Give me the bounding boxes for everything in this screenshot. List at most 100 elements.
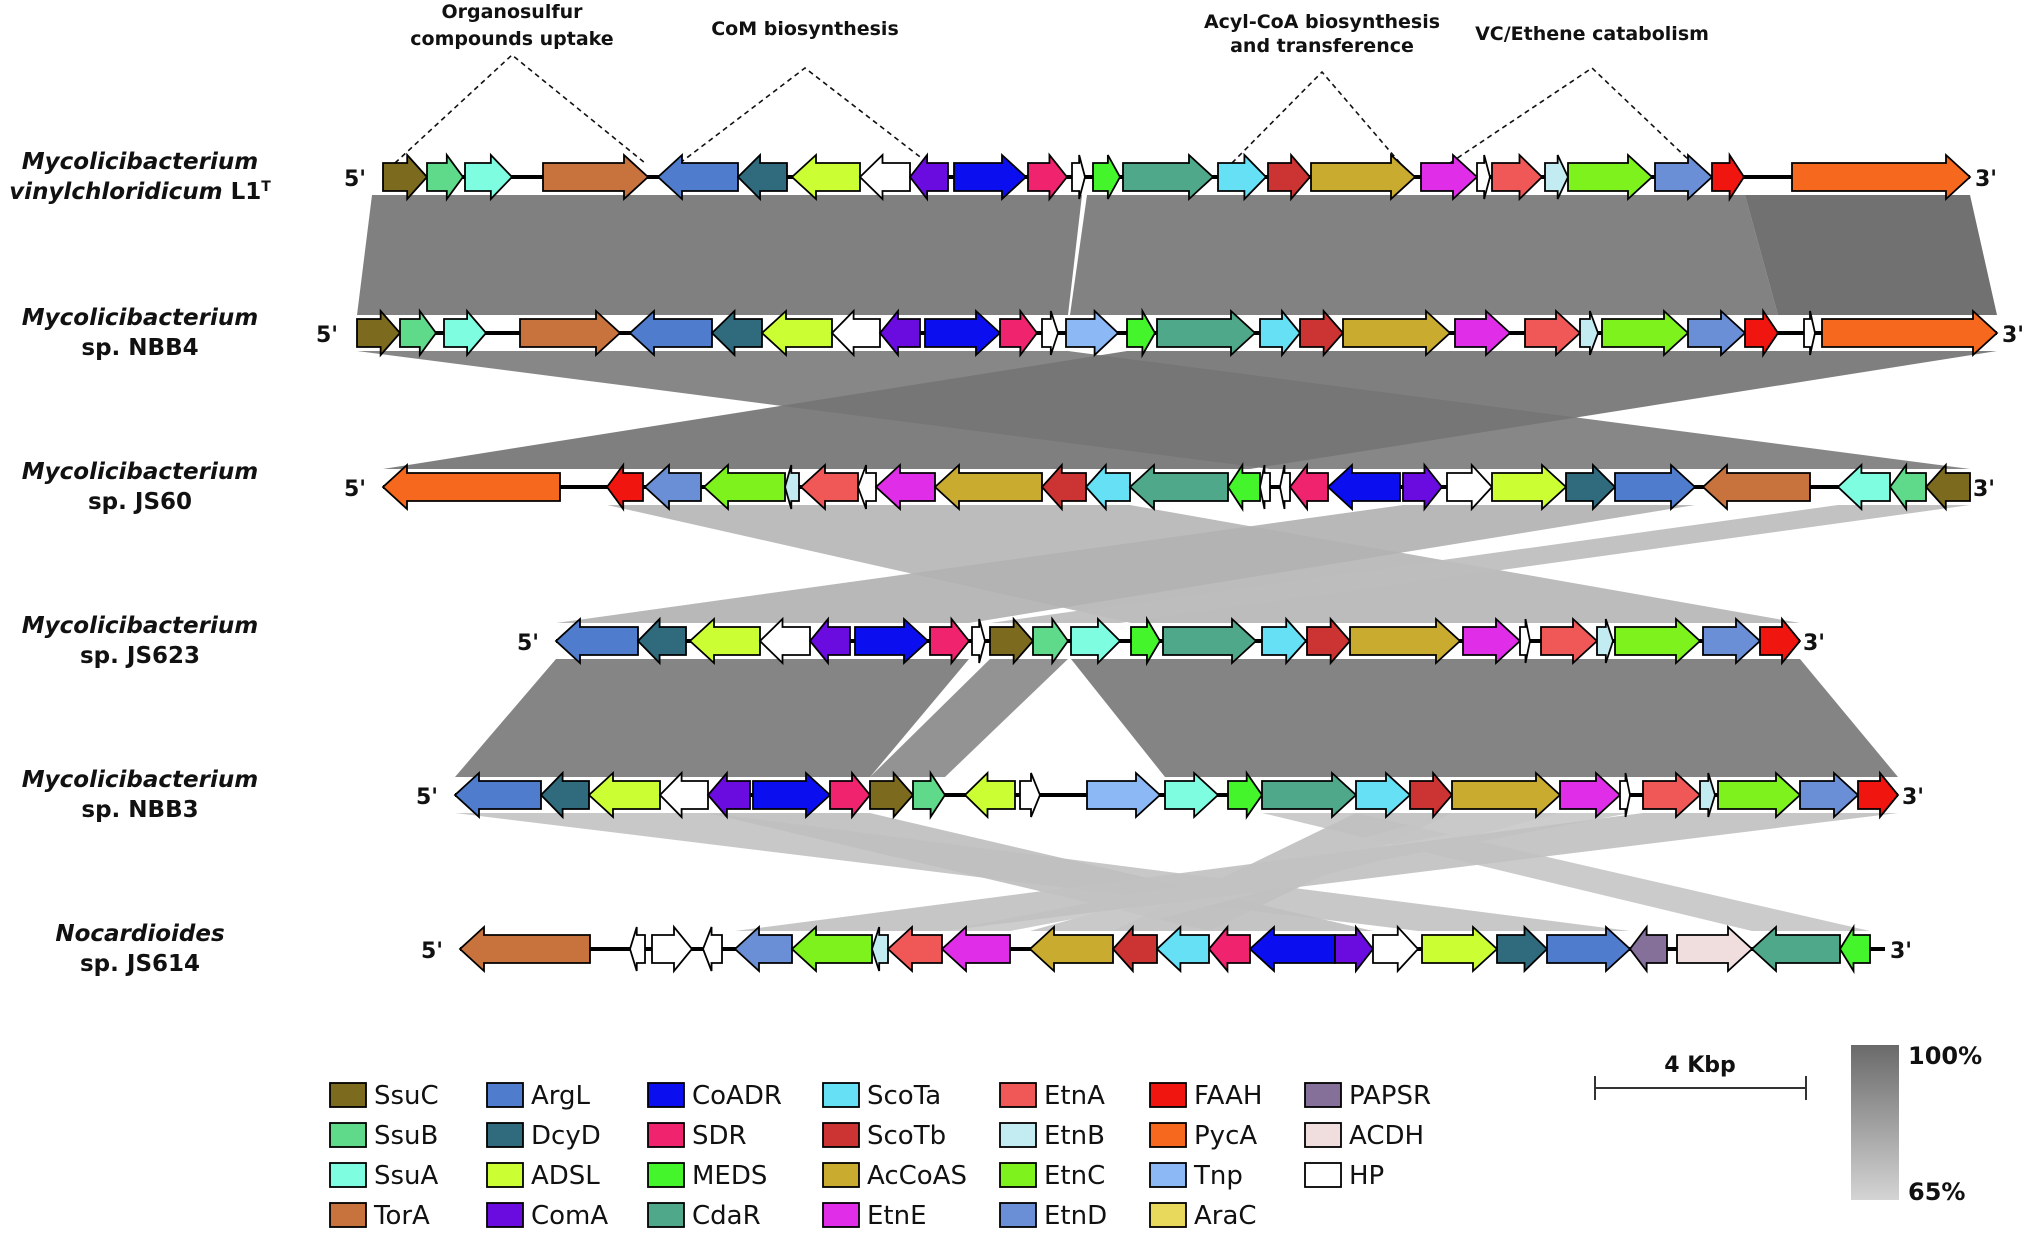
- gene-arrow-scotb: [1111, 924, 1158, 974]
- five-prime-label: 5': [416, 785, 438, 810]
- genome-name-line: sp. JS60: [88, 489, 192, 515]
- gene-arrow-dcyd: [1496, 924, 1549, 974]
- legend-item: ComA: [486, 1201, 608, 1231]
- gene-arrow-faah: [1759, 616, 1802, 666]
- legend-label: EtnC: [1044, 1161, 1105, 1191]
- genome-name-line: sp. NBB3: [81, 797, 198, 823]
- legend-item: SsuC: [329, 1081, 439, 1111]
- gene-arrow-etnd: [1687, 308, 1747, 358]
- legend-label: ArgL: [531, 1081, 591, 1111]
- legend-swatch: [647, 1122, 685, 1148]
- genome-tracks: 5'3'5'3'5'3'5'3'5'3'5'3': [316, 151, 2024, 975]
- gene-arrow-tora: [519, 308, 622, 358]
- gene-arrow-tora: [1701, 462, 1811, 512]
- gene-arrow-sdr: [929, 616, 971, 666]
- gene-arrow-sdr: [1207, 924, 1251, 974]
- three-prime-label: 3': [1973, 477, 1995, 502]
- gene-arrow-ssua: [1836, 462, 1891, 512]
- gene-arrow-tnp: [1065, 308, 1120, 358]
- gene-arrow-hp: [830, 308, 881, 358]
- legend-label: EtnB: [1044, 1121, 1105, 1151]
- gene-arrow-adsl: [1491, 462, 1568, 512]
- gene-arrow-argl: [554, 616, 639, 666]
- gene-arrow-ssub: [912, 769, 947, 821]
- legend-item: ScoTb: [822, 1121, 946, 1151]
- gene-arrow-adsl: [790, 152, 861, 202]
- gene-arrow-etnd: [1654, 152, 1714, 202]
- legend-swatch: [486, 1162, 524, 1188]
- gene-arrow-etnd: [643, 462, 702, 512]
- legend-label: MEDS: [692, 1161, 767, 1191]
- legend-swatch: [486, 1202, 524, 1228]
- gene-arrow-ssuc: [382, 152, 429, 202]
- gene-arrow-ssub: [399, 308, 438, 358]
- legend-item: DcyD: [486, 1121, 601, 1151]
- gene-arrow-coma: [878, 308, 921, 358]
- gene-arrow-meds: [1838, 923, 1871, 975]
- five-prime-label: 5': [421, 939, 443, 964]
- genome-name-line: Nocardioides: [55, 921, 224, 947]
- legend-swatch: [647, 1162, 685, 1188]
- gene-arrow-scota: [1261, 616, 1308, 666]
- synteny-ribbon: [1071, 659, 1898, 777]
- legend-item: AraC: [1149, 1201, 1257, 1231]
- synteny-ribbon: [990, 505, 1970, 623]
- gene-arrow-adsl: [963, 770, 1016, 820]
- identity-min-label: 65%: [1908, 1178, 1965, 1206]
- genome-name-line: sp. JS623: [80, 643, 200, 669]
- gene-arrow-accoas: [1349, 616, 1462, 666]
- module-label: and transference: [1230, 35, 1414, 57]
- gene-arrow-dcyd: [539, 770, 590, 820]
- module-label: Organosulfur: [441, 1, 583, 23]
- legend-item: PycA: [1149, 1121, 1257, 1151]
- legend-label: ComA: [531, 1201, 608, 1231]
- gene-arrow-etne: [940, 924, 1011, 974]
- legend-label: EtnA: [1044, 1081, 1105, 1111]
- gene-arrow-papsr: [1628, 924, 1668, 974]
- gene-arrow-etna: [1491, 152, 1544, 202]
- gene-arrow-meds: [1130, 615, 1162, 667]
- genome-track: 5'3': [517, 615, 1825, 667]
- identity-scale: 100% 65%: [1851, 1042, 1982, 1206]
- gene-arrow-etnc: [1717, 770, 1802, 820]
- gene-arrow-sdr: [999, 308, 1039, 358]
- gene-arrow-etnb: [1579, 310, 1599, 356]
- gene-arrow-etne: [874, 462, 936, 512]
- gene-arrow-etnc: [1567, 152, 1654, 202]
- genome-name-line: Mycolicibacterium: [22, 305, 258, 331]
- module-label: CoM biosynthesis: [711, 18, 899, 40]
- gene-arrow-faah: [1857, 770, 1900, 820]
- gene-arrow-tora: [542, 152, 650, 202]
- module-bracket: [679, 66, 929, 164]
- genome-name-line: Mycolicibacterium: [22, 613, 258, 639]
- gene-arrow-ssuc: [869, 770, 915, 820]
- legend-label: DcyD: [531, 1121, 601, 1151]
- legend-item: ADSL: [486, 1161, 600, 1191]
- legend-label: AcCoAS: [867, 1161, 967, 1191]
- gene-arrow-coadr: [1326, 462, 1401, 512]
- gene-arrow-cdar: [1162, 616, 1258, 666]
- gene-arrow-scotb: [1409, 770, 1454, 820]
- synteny-ribbon: [357, 195, 1082, 315]
- gene-arrow-coma: [1402, 462, 1444, 512]
- gene-arrow-acdh: [1676, 924, 1754, 974]
- legend-label: ACDH: [1349, 1121, 1424, 1151]
- legend-label: SsuB: [374, 1121, 438, 1151]
- legend-swatch: [822, 1082, 860, 1108]
- gene-arrow-coadr: [752, 770, 832, 820]
- gene-arrow-scota: [1259, 308, 1302, 358]
- gene-arrow-etne: [1420, 152, 1479, 202]
- gene-arrow-ssua: [464, 152, 514, 202]
- gene-arrow-scotb: [1306, 616, 1352, 666]
- gene-arrow-adsl: [688, 616, 761, 666]
- gene-arrow-etnb: [784, 464, 800, 510]
- legend-swatch: [329, 1122, 367, 1148]
- gene-arrow-accoas: [1028, 924, 1114, 974]
- gene-arrow-ssub: [426, 152, 465, 202]
- gene-arrow-hp: [758, 616, 811, 666]
- gene-arrow-etnd: [1702, 616, 1762, 666]
- genome-name-line: sp. NBB4: [81, 335, 198, 361]
- scale-bar: 4 Kbp: [1594, 1053, 1807, 1100]
- gene-arrow-meds: [1126, 307, 1157, 359]
- gene-arrow-hp: [858, 152, 911, 202]
